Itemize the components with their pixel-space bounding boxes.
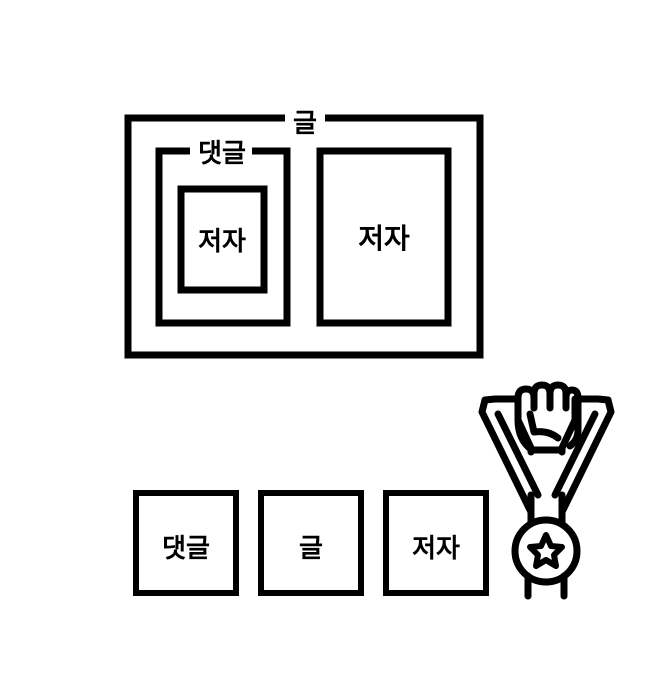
post-author-label: 저자 [358,222,410,255]
legend-box-author-label: 저자 [412,534,460,564]
legend-box-post [258,490,364,596]
post-box-label: 글 [293,109,317,139]
comment-author-label: 저자 [198,227,246,257]
comment-box [155,147,291,327]
legend-box-comment-label: 댓글 [162,534,210,564]
post-author-box [316,147,452,327]
legend-box-comment [133,490,239,596]
comment-author-box [177,185,268,294]
post-box [124,114,484,359]
medal-star-icon [527,532,565,569]
comment-box-label: 댓글 [198,139,246,169]
legend-box-post-label: 글 [299,534,323,564]
medal-icon [478,381,615,600]
legend-box-author [383,490,489,596]
